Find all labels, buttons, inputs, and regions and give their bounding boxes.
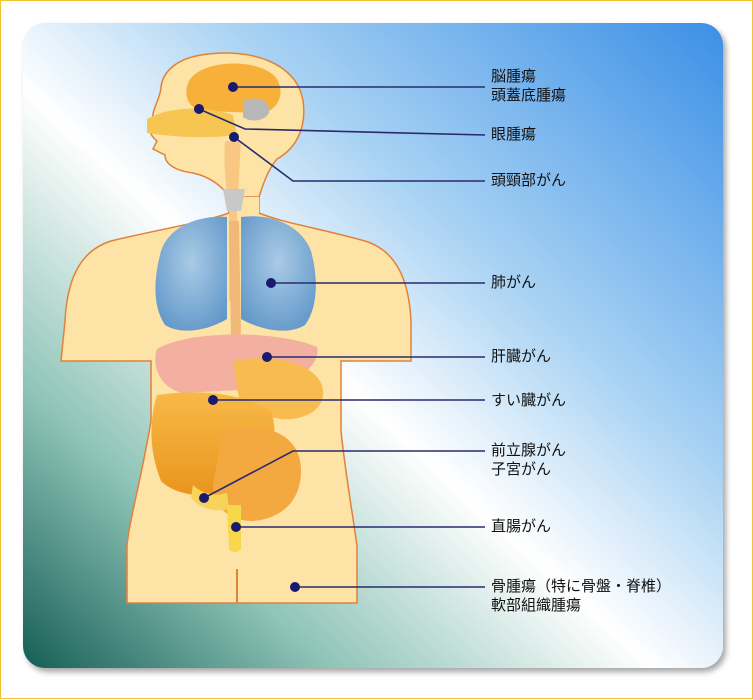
marker-dot-liver bbox=[262, 352, 272, 362]
marker-dot-prostate bbox=[199, 493, 209, 503]
label-eye-tumor: 眼腫瘍 bbox=[491, 125, 536, 144]
label-line: 肺がん bbox=[491, 273, 536, 292]
label-line: 軟部組織腫瘍 bbox=[491, 596, 671, 615]
label-line: 頭蓋底腫瘍 bbox=[491, 86, 566, 105]
label-line: すい臓がん bbox=[491, 391, 566, 410]
label-brain-tumor: 脳腫瘍 頭蓋底腫瘍 bbox=[491, 67, 566, 105]
marker-dot-lung bbox=[266, 278, 276, 288]
label-bone-soft-tissue-tumor: 骨腫瘍（特に骨盤・脊椎） 軟部組織腫瘍 bbox=[491, 577, 671, 615]
label-lung-cancer: 肺がん bbox=[491, 273, 536, 292]
marker-dot-eye bbox=[194, 104, 204, 114]
label-pancreatic-cancer: すい臓がん bbox=[491, 391, 566, 410]
label-line: 前立腺がん bbox=[491, 441, 566, 460]
marker-dot-rectum bbox=[231, 522, 241, 532]
marker-dot-headneck bbox=[229, 132, 239, 142]
label-line: 子宮がん bbox=[491, 460, 566, 479]
esophagus-organ bbox=[229, 221, 241, 339]
marker-dot-brain bbox=[228, 82, 238, 92]
label-liver-cancer: 肝臓がん bbox=[491, 347, 551, 366]
marker-dot-pancreas bbox=[208, 395, 218, 405]
label-prostate-uterine-cancer: 前立腺がん 子宮がん bbox=[491, 441, 566, 479]
label-line: 脳腫瘍 bbox=[491, 67, 566, 86]
marker-dot-bone bbox=[290, 582, 300, 592]
label-line: 骨腫瘍（特に骨盤・脊椎） bbox=[491, 577, 671, 596]
label-rectal-cancer: 直腸がん bbox=[491, 517, 551, 536]
label-line: 直腸がん bbox=[491, 517, 551, 536]
label-line: 頭頸部がん bbox=[491, 171, 566, 190]
label-line: 眼腫瘍 bbox=[491, 125, 536, 144]
label-line: 肝臓がん bbox=[491, 347, 551, 366]
label-head-neck-cancer: 頭頸部がん bbox=[491, 171, 566, 190]
